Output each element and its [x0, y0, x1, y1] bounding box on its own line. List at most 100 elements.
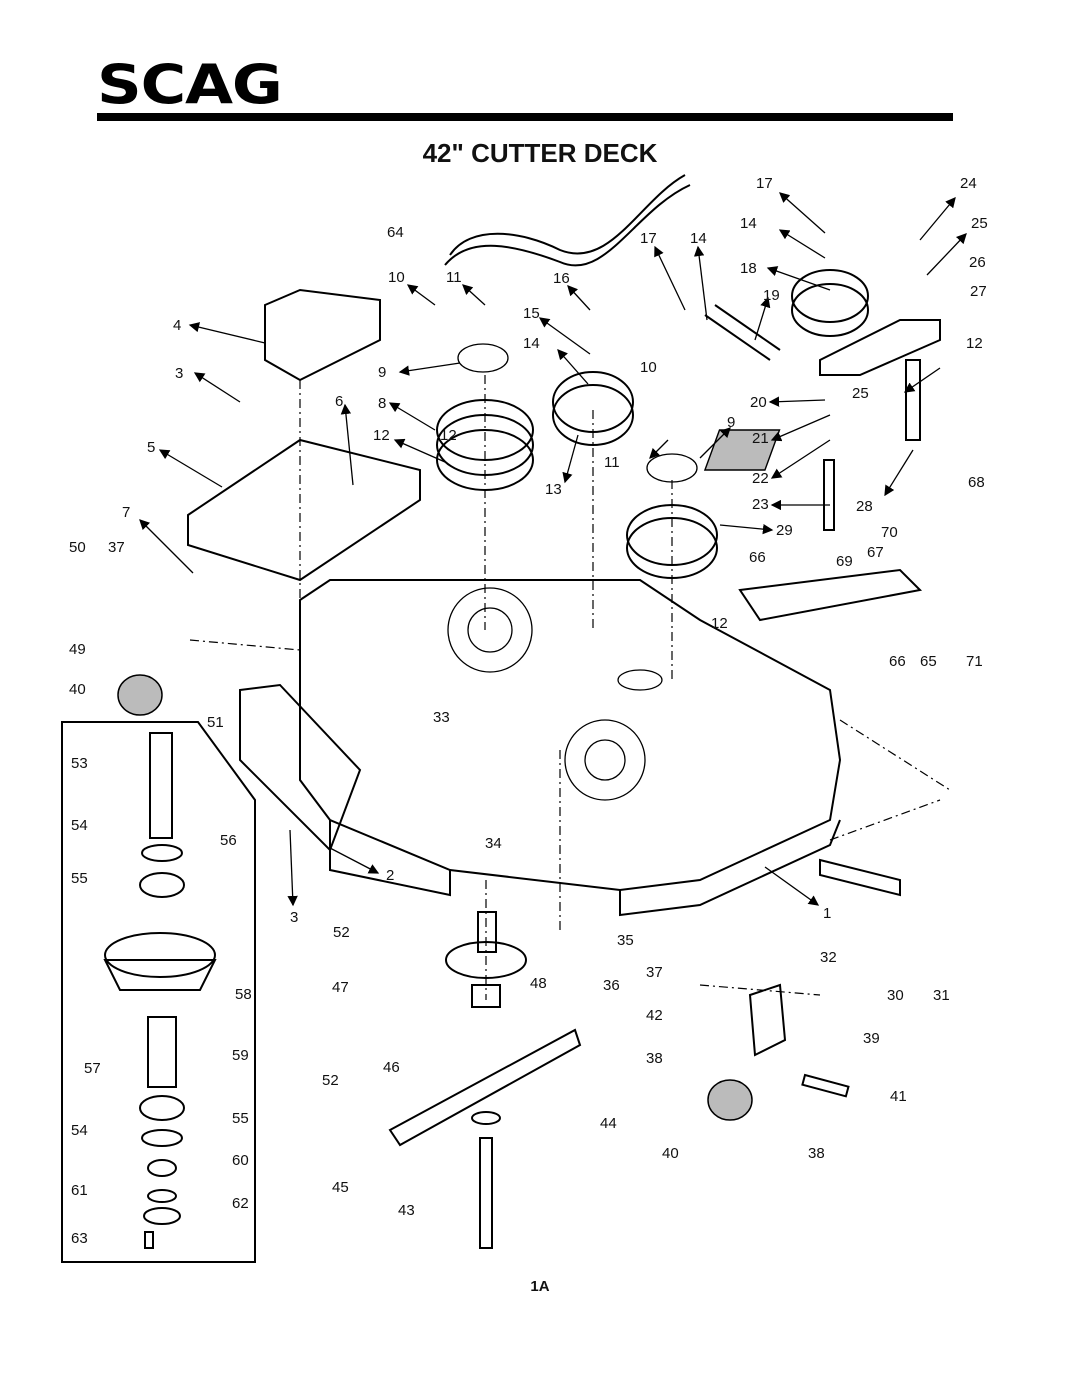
callout-12: 12: [440, 427, 457, 444]
callout-57: 57: [84, 1060, 101, 1077]
callout-64: 64: [387, 224, 404, 241]
callout-38: 38: [808, 1145, 825, 1162]
part-callout-numbers: 1 2 3 3 4 5 6 7 8 9 9 10 10 11 11 12 12 …: [69, 175, 988, 1247]
callout-9: 9: [378, 364, 386, 381]
callout-28: 28: [856, 498, 873, 515]
callout-23: 23: [752, 496, 769, 513]
callout-24: 24: [960, 175, 977, 192]
assembly-centerlines: [189, 375, 951, 1000]
callout-21: 21: [752, 430, 769, 447]
callout-32: 32: [820, 949, 837, 966]
callout-leaders: [139, 192, 967, 907]
callout-39: 39: [863, 1030, 880, 1047]
callout-44: 44: [600, 1115, 617, 1132]
callout-55: 55: [232, 1110, 249, 1127]
callout-49: 49: [69, 641, 86, 658]
callout-2: 2: [386, 867, 394, 884]
callout-30: 30: [887, 987, 904, 1004]
callout-52: 52: [333, 924, 350, 941]
callout-67: 67: [867, 544, 884, 561]
pulleys: [436, 269, 869, 579]
side-chute-guard: [239, 683, 362, 852]
callout-41: 41: [890, 1088, 907, 1105]
callout-40: 40: [69, 681, 86, 698]
callout-33: 33: [433, 709, 450, 726]
callout-17: 17: [756, 175, 773, 192]
callout-54: 54: [71, 1122, 88, 1139]
callout-14: 14: [690, 230, 707, 247]
callout-71: 71: [966, 653, 983, 670]
callout-25: 25: [971, 215, 988, 232]
callout-45: 45: [332, 1179, 349, 1196]
callout-3: 3: [175, 365, 183, 382]
scag-logo: SCAG: [97, 53, 283, 116]
callout-35: 35: [617, 932, 634, 949]
callout-69: 69: [836, 553, 853, 570]
deck-housing: [299, 579, 842, 917]
callout-29: 29: [776, 522, 793, 539]
blade-assembly: [388, 911, 582, 1249]
callout-66: 66: [889, 653, 906, 670]
callout-5: 5: [147, 439, 155, 456]
idler-arm-and-spring: [703, 304, 941, 531]
callout-3: 3: [290, 909, 298, 926]
callout-22: 22: [752, 470, 769, 487]
callout-27: 27: [970, 283, 987, 300]
page-title: 42" CUTTER DECK: [422, 138, 658, 168]
callout-12: 12: [373, 427, 390, 444]
callout-55: 55: [71, 870, 88, 887]
callout-40: 40: [662, 1145, 679, 1162]
callout-11: 11: [604, 454, 620, 471]
callout-9: 9: [727, 414, 735, 431]
callout-11: 11: [446, 269, 462, 286]
drive-belt: [444, 174, 691, 267]
callout-8: 8: [378, 395, 386, 412]
callout-12: 12: [711, 615, 728, 632]
callout-10: 10: [640, 359, 657, 376]
callout-61: 61: [71, 1182, 88, 1199]
header-rule: [97, 113, 953, 121]
callout-20: 20: [750, 394, 767, 411]
callout-34: 34: [485, 835, 502, 852]
callout-53: 53: [71, 755, 88, 772]
callout-37: 37: [108, 539, 125, 556]
callout-6: 6: [335, 393, 343, 410]
callout-37: 37: [646, 964, 663, 981]
callout-50: 50: [69, 539, 86, 556]
callout-62: 62: [232, 1195, 249, 1212]
callout-42: 42: [646, 1007, 663, 1024]
callout-63: 63: [71, 1230, 88, 1247]
rear-axle-and-rollers: [117, 568, 923, 1121]
callout-58: 58: [235, 986, 252, 1003]
callout-68: 68: [968, 474, 985, 491]
callout-56: 56: [220, 832, 237, 849]
callout-25: 25: [852, 385, 869, 402]
callout-65: 65: [920, 653, 937, 670]
callout-10: 10: [388, 269, 405, 286]
callout-54: 54: [71, 817, 88, 834]
callout-59: 59: [232, 1047, 249, 1064]
callout-52: 52: [322, 1072, 339, 1089]
callout-70: 70: [881, 524, 898, 541]
callout-60: 60: [232, 1152, 249, 1169]
callout-13: 13: [545, 481, 562, 498]
callout-46: 46: [383, 1059, 400, 1076]
callout-4: 4: [173, 317, 181, 334]
spindle-detail-box: [61, 721, 256, 1263]
callout-17: 17: [640, 230, 657, 247]
callout-18: 18: [740, 260, 757, 277]
callout-43: 43: [398, 1202, 415, 1219]
page-number: 1A: [530, 1278, 550, 1295]
callout-66: 66: [749, 549, 766, 566]
callout-14: 14: [523, 335, 540, 352]
callout-15: 15: [523, 305, 540, 322]
front-roller-bracket: [748, 983, 850, 1098]
callout-19: 19: [763, 287, 780, 304]
callout-47: 47: [332, 979, 349, 996]
callout-31: 31: [933, 987, 950, 1004]
callout-26: 26: [969, 254, 986, 271]
callout-38: 38: [646, 1050, 663, 1067]
callout-14: 14: [740, 215, 757, 232]
callout-1: 1: [823, 905, 831, 922]
